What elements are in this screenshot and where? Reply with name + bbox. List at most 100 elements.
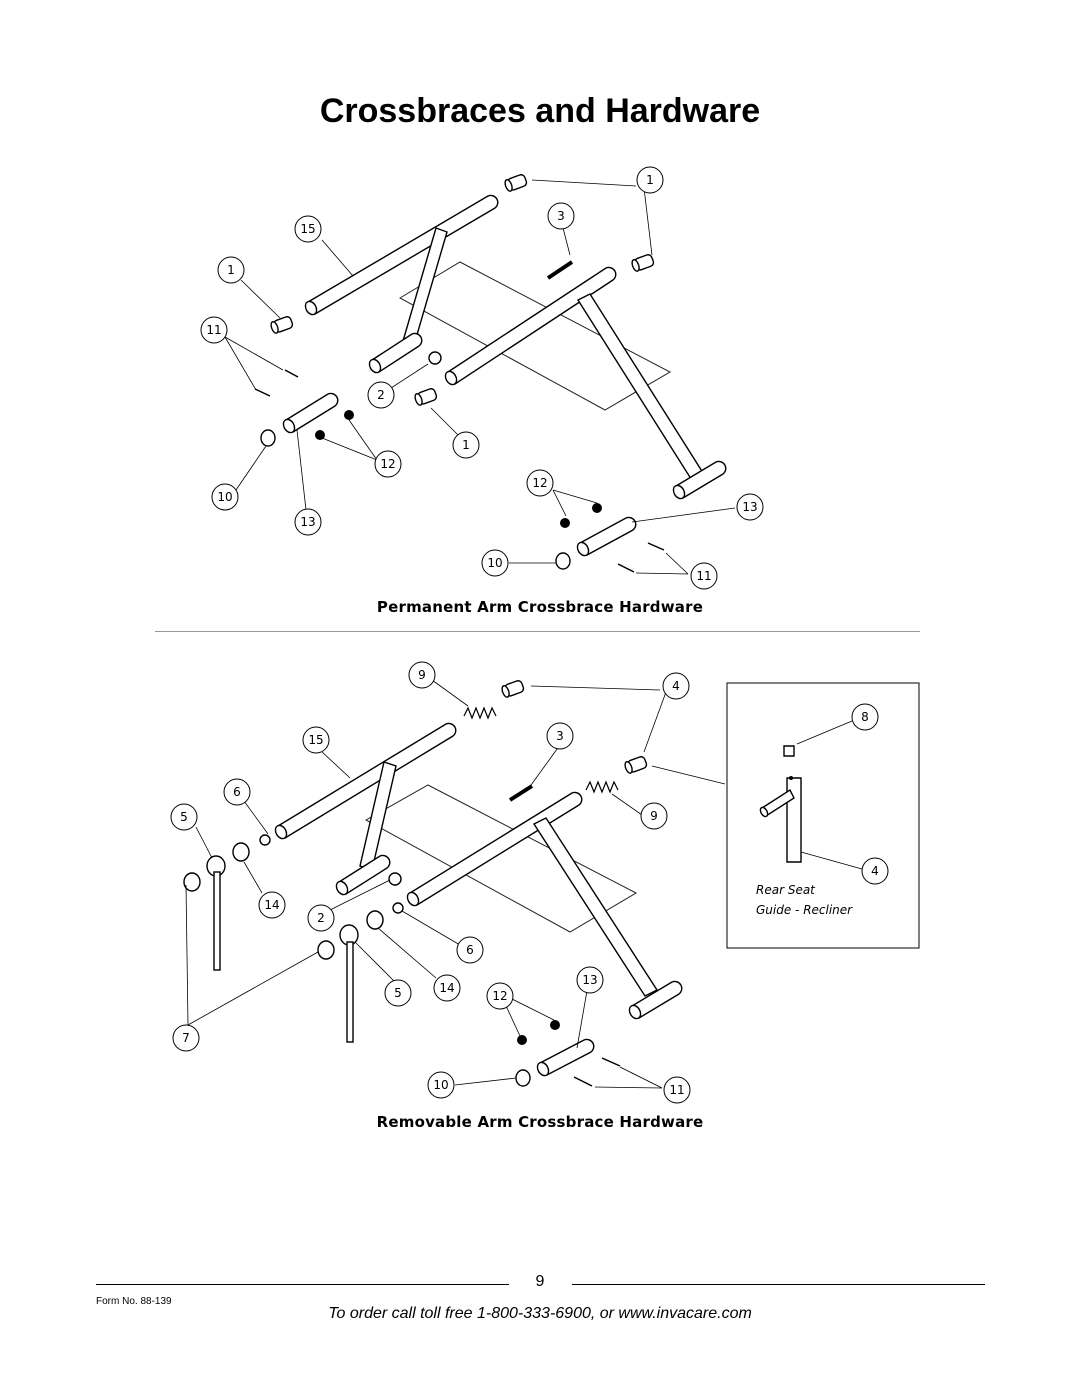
pin [346, 941, 354, 1043]
callout: 12 [526, 469, 554, 497]
permanent-caption: Permanent Arm Crossbrace Hardware [376, 598, 704, 616]
right-foot-tube [675, 460, 727, 499]
svg-text:1: 1 [227, 263, 235, 277]
removable-callouts: 9 4 15 3 6 5 9 14 2 6 5 14 12 13 7 10 11… [170, 661, 889, 1104]
left-lower-tube [285, 392, 339, 433]
callout: 11 [200, 316, 228, 344]
svg-text:1: 1 [646, 173, 654, 187]
callout: 5 [170, 803, 198, 831]
left-top-tube [277, 722, 457, 839]
svg-text:6: 6 [466, 943, 474, 957]
spring-right [585, 780, 619, 794]
svg-text:11: 11 [206, 323, 221, 337]
knob-right [624, 756, 648, 774]
svg-text:12: 12 [380, 457, 395, 471]
callout: 13 [294, 508, 322, 536]
bushing [232, 842, 250, 862]
svg-text:3: 3 [557, 209, 565, 223]
svg-text:4: 4 [672, 679, 680, 693]
cap [317, 940, 335, 960]
callout: 6 [223, 778, 251, 806]
page-title: Crossbraces and Hardware [319, 92, 761, 130]
wing-knob-top [504, 174, 528, 192]
callout: 1 [452, 431, 480, 459]
svg-text:12: 12 [532, 476, 547, 490]
permanent-arm-diagram: 1 15 3 1 11 2 1 12 10 13 12 13 10 11 [200, 166, 764, 590]
callout: 13 [736, 493, 764, 521]
callout: 10 [211, 483, 239, 511]
bolt [546, 260, 574, 280]
svg-text:11: 11 [696, 569, 711, 583]
svg-text:5: 5 [180, 810, 188, 824]
seat-sheet [398, 261, 672, 411]
page-number: 9 [535, 1273, 545, 1290]
callout: 10 [427, 1071, 455, 1099]
callout: 6 [456, 936, 484, 964]
nut [428, 351, 442, 365]
removable-arm-diagram: 9 4 15 3 6 5 9 14 2 6 5 14 12 13 7 10 11… [170, 661, 920, 1104]
svg-text:15: 15 [300, 222, 315, 236]
callout: 2 [307, 904, 335, 932]
svg-text:13: 13 [300, 515, 315, 529]
svg-text:1: 1 [462, 438, 470, 452]
inset-knob [783, 745, 795, 757]
callout: 15 [294, 215, 322, 243]
end-cap-right [555, 552, 571, 570]
callout: 7 [172, 1024, 200, 1052]
svg-text:10: 10 [487, 556, 502, 570]
cap [183, 872, 201, 892]
svg-text:14: 14 [264, 898, 279, 912]
inset-label-2: Guide - Recliner [756, 903, 853, 917]
left-top-tube [307, 194, 499, 315]
callout: 3 [547, 202, 575, 230]
callout: 9 [640, 802, 668, 830]
callout: 11 [663, 1076, 691, 1104]
right-diagonal-tube [532, 817, 659, 997]
svg-text:3: 3 [556, 729, 564, 743]
pin [213, 871, 221, 971]
callout: 8 [851, 703, 879, 731]
svg-text:13: 13 [582, 973, 597, 987]
nut [388, 872, 402, 886]
permanent-callouts: 1 15 3 1 11 2 1 12 10 13 12 13 10 11 [200, 166, 764, 590]
order-line: To order call toll free 1-800-333-6900, … [328, 1305, 752, 1322]
seat-sheet [364, 784, 638, 933]
callout: 12 [374, 450, 402, 478]
left-foot-tube [338, 854, 391, 895]
svg-text:8: 8 [861, 710, 869, 724]
form-number: Form No. 88-139 [96, 1296, 172, 1307]
svg-text:12: 12 [492, 989, 507, 1003]
callout: 15 [302, 726, 330, 754]
right-top-tube [447, 266, 617, 385]
svg-text:11: 11 [669, 1083, 684, 1097]
wing-knob-left [270, 316, 294, 334]
right-foot-tube [631, 980, 683, 1019]
callout: 1 [217, 256, 245, 284]
svg-text:2: 2 [317, 911, 325, 925]
left-foot-tube [371, 332, 423, 373]
svg-text:13: 13 [742, 500, 757, 514]
inset-box [726, 682, 920, 949]
inset-label-1: Rear Seat [756, 883, 816, 897]
callout: 13 [576, 966, 604, 994]
svg-text:15: 15 [308, 733, 323, 747]
callout: 4 [861, 857, 889, 885]
svg-text:9: 9 [418, 668, 426, 682]
wing-knob-right [631, 254, 655, 272]
spring-top [463, 706, 497, 720]
callout: 10 [481, 549, 509, 577]
svg-text:5: 5 [394, 986, 402, 1000]
svg-text:10: 10 [217, 490, 232, 504]
footer-rule-right [572, 1284, 985, 1285]
divider [155, 631, 920, 632]
callout: 1 [636, 166, 664, 194]
callout: 4 [662, 672, 690, 700]
bushing [366, 910, 384, 930]
svg-text:9: 9 [650, 809, 658, 823]
callout: 14 [433, 974, 461, 1002]
callout: 9 [408, 661, 436, 689]
callout: 14 [258, 891, 286, 919]
callout: 3 [546, 722, 574, 750]
callout: 5 [384, 979, 412, 1007]
end-cap-left [260, 429, 276, 447]
